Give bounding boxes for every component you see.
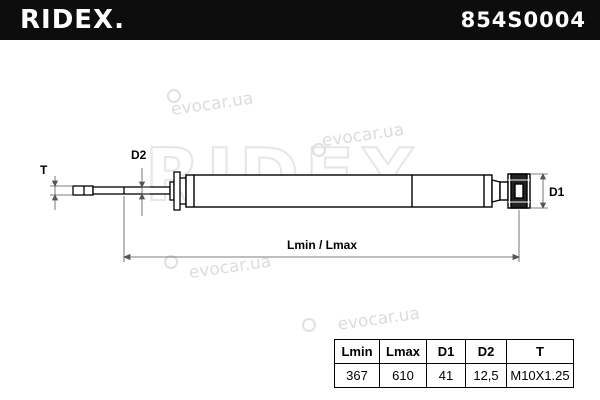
watermark-site-1: evocar.ua xyxy=(170,89,255,120)
header-d2: D2 xyxy=(465,339,507,364)
piston-rod xyxy=(72,171,187,211)
shock-absorber-drawing: RIDEX. evocar.ua evocar.ua evocar.ua evo… xyxy=(40,89,565,335)
header-bar: RIDEX. 854S0004 xyxy=(0,0,600,40)
spec-table-header-row: Lmin Lmax D1 D2 T xyxy=(334,339,574,364)
damper-body xyxy=(185,174,501,208)
header-lmin: Lmin xyxy=(334,339,380,364)
label-t: T xyxy=(40,163,48,177)
value-t: M10X1.25 xyxy=(506,363,574,388)
dimension-d2 xyxy=(138,168,150,216)
value-lmin: 367 xyxy=(334,363,380,388)
value-d2: 12,5 xyxy=(465,363,507,388)
brand-logo: RIDEX. xyxy=(20,5,125,35)
watermark-site-3: evocar.ua xyxy=(188,252,273,283)
header-t: T xyxy=(506,339,574,364)
label-d1: D1 xyxy=(549,185,565,199)
dimension-d1 xyxy=(530,173,548,209)
header-d1: D1 xyxy=(426,339,466,364)
dimension-t xyxy=(50,176,73,210)
header-lmax: Lmax xyxy=(379,339,427,364)
label-length: Lmin / Lmax xyxy=(287,238,357,252)
watermark-circles xyxy=(164,89,326,332)
part-number: 854S0004 xyxy=(460,8,586,32)
spec-table: Lmin Lmax D1 D2 T 367 610 41 12,5 M10X1.… xyxy=(334,339,574,388)
label-d2: D2 xyxy=(131,148,147,162)
watermark-site-4: evocar.ua xyxy=(336,304,421,335)
spec-table-value-row: 367 610 41 12,5 M10X1.25 xyxy=(334,363,574,388)
bottom-eye-bushing xyxy=(499,173,531,209)
value-d1: 41 xyxy=(426,363,466,388)
value-lmax: 610 xyxy=(379,363,427,388)
dimension-length xyxy=(122,196,521,262)
